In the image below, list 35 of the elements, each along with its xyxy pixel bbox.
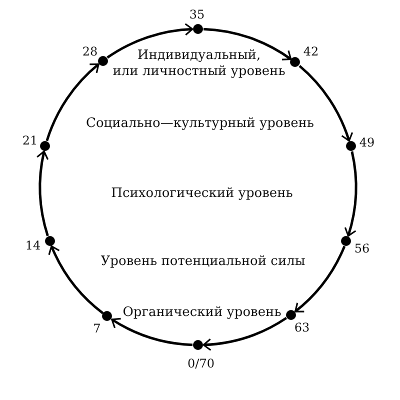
level-label: Органический уровень — [122, 304, 282, 322]
level-label: Социально—культурный уровень — [86, 116, 314, 132]
age-label: 49 — [359, 136, 375, 150]
level-label: Индивидуальный, или личностный уровень — [112, 48, 286, 80]
age-label: 42 — [303, 44, 319, 60]
node-dot — [44, 236, 55, 246]
arc-arrow — [46, 63, 100, 142]
node-dot — [286, 310, 296, 320]
node-dot — [341, 236, 352, 246]
node-dot — [346, 141, 356, 152]
node-dot — [40, 141, 50, 152]
node-dot — [98, 56, 108, 66]
age-label: 21 — [22, 134, 38, 148]
arc-arrow — [344, 151, 358, 237]
age-label: 0/70 — [188, 356, 214, 372]
age-label: 35 — [189, 8, 205, 22]
age-label: 14 — [25, 238, 41, 254]
age-label: 56 — [354, 242, 370, 256]
level-label: Психологический уровень — [111, 186, 293, 202]
arc-arrow — [298, 65, 353, 142]
arc-arrow — [36, 150, 50, 236]
node-dot — [102, 311, 112, 322]
age-label: 28 — [82, 44, 98, 60]
age-label: 63 — [294, 320, 310, 336]
arc-arrow — [203, 28, 292, 61]
node-dot — [290, 57, 300, 68]
arc-arrow — [111, 317, 193, 346]
level-label: Уровень потенциальной силы — [100, 254, 306, 270]
arc-arrow — [202, 316, 287, 351]
arc-arrow — [48, 245, 104, 314]
arc-arrow — [294, 246, 346, 312]
arc-arrow — [106, 23, 194, 59]
node-dot — [193, 340, 203, 350]
age-label: 7 — [93, 322, 101, 336]
node-dot — [193, 24, 203, 34]
